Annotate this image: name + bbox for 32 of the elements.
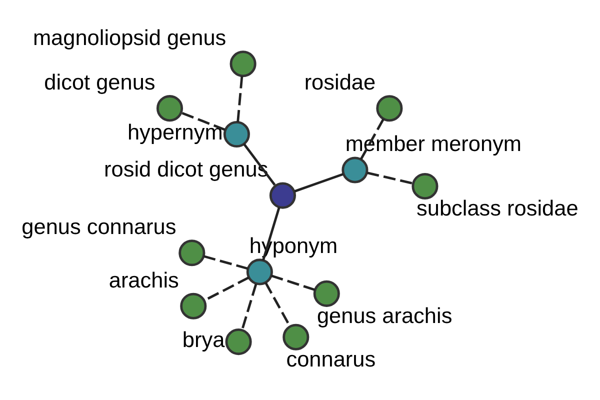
node-label: subclass rosidae — [416, 195, 578, 220]
node-circle — [376, 94, 403, 122]
connector — [294, 172, 344, 192]
connector — [203, 254, 248, 270]
node-circle — [180, 292, 207, 319]
node-label: dicot genus — [44, 68, 156, 94]
node-label: genus connarus — [22, 214, 176, 239]
node-circle — [282, 323, 310, 350]
node-circle — [230, 50, 256, 77]
node-circle — [156, 94, 184, 122]
node-label: rosidae — [304, 69, 376, 94]
connector — [180, 111, 226, 130]
connector — [360, 118, 385, 160]
connector — [366, 171, 414, 184]
node-circle — [246, 258, 273, 285]
node-label: member meronym — [345, 130, 522, 156]
node-circle — [225, 328, 252, 355]
connector — [241, 283, 258, 330]
connector — [236, 75, 244, 122]
node-label: hypernym — [127, 119, 223, 144]
node-label: arachis — [108, 266, 179, 292]
node-circle — [178, 239, 206, 266]
node-circle — [342, 156, 368, 183]
node-label: brya — [182, 326, 225, 352]
node-circle — [269, 182, 296, 208]
node-label: genus arachis — [316, 302, 452, 328]
connector — [270, 274, 316, 291]
node-circle — [313, 280, 340, 306]
node-label: connarus — [286, 346, 376, 372]
node-circle — [412, 172, 438, 199]
node-circle — [223, 120, 250, 148]
node-label: magnoliopsid genus — [32, 24, 226, 50]
